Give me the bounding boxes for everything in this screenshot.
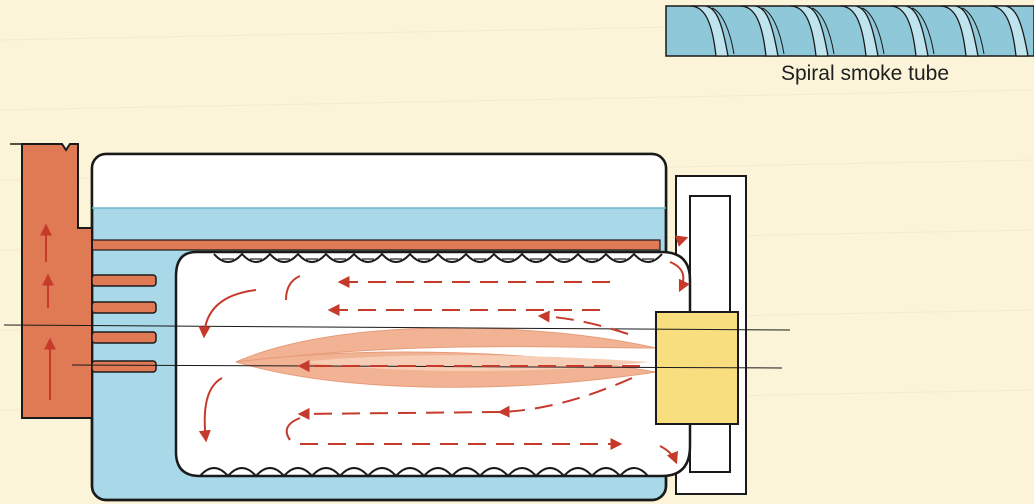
flow-arrow <box>537 310 629 335</box>
flow-arrow <box>497 377 633 418</box>
furnace-corrugation-top <box>213 252 663 263</box>
smoke-tube-end <box>91 274 157 287</box>
flow-arrow <box>198 377 223 443</box>
gas-flow-arrows <box>40 223 690 465</box>
top-smoke-tube <box>91 239 661 251</box>
spiral-smoke-tube <box>665 5 1034 57</box>
smoke-tube-end <box>91 331 157 344</box>
flow-arrow <box>297 407 501 420</box>
flow-arrow <box>669 261 690 293</box>
flow-arrow <box>285 275 301 301</box>
smoke-tube-end <box>91 360 157 373</box>
smoke-tube-ends <box>91 274 157 373</box>
furnace-corrugation-bottom <box>199 467 649 478</box>
flue-uptake <box>10 143 93 419</box>
flow-arrow <box>674 235 689 247</box>
spiral-smoke-tube-caption: Spiral smoke tube <box>780 62 950 85</box>
smoke-tube-end <box>91 301 157 314</box>
flow-arrow <box>198 289 257 339</box>
flow-arrow <box>659 445 679 465</box>
flow-arrow <box>285 417 301 441</box>
flame <box>235 327 657 388</box>
